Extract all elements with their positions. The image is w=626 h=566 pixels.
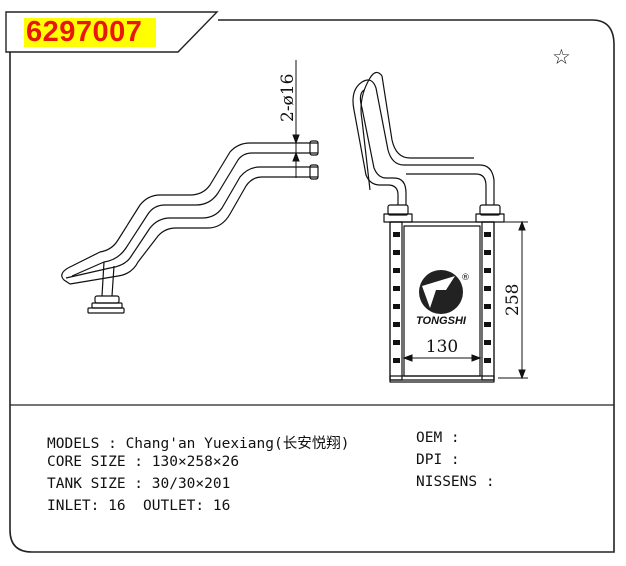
part-number: 6297007 xyxy=(26,16,143,48)
logo-text: TONGSHI xyxy=(416,315,467,327)
inlet-outlet-line: INLET: 16 OUTLET: 16 xyxy=(47,498,231,514)
star-outline-icon[interactable]: ☆ xyxy=(552,45,571,69)
models-line: MODELS : Chang'an Yuexiang(长安悦翔) xyxy=(47,436,350,452)
height-label: 258 xyxy=(503,284,523,316)
logo-registered-mark: ® xyxy=(461,273,470,283)
core-size-line: CORE SIZE : 130×258×26 xyxy=(47,454,240,470)
heater-core-drawing xyxy=(352,71,505,383)
sheet-frame xyxy=(9,19,615,553)
tank-size-line: TANK SIZE : 30/30×201 xyxy=(47,476,231,492)
pipe-diameter-dimension xyxy=(290,60,312,178)
tank-ribs xyxy=(393,232,491,363)
part-number-highlight xyxy=(24,18,156,47)
tongshi-logo: ® TONGSHI xyxy=(416,270,470,327)
width-dimension xyxy=(402,354,482,362)
nissens-line: NISSENS : xyxy=(416,474,495,490)
pipe-assembly-drawing xyxy=(61,140,319,314)
height-dimension xyxy=(498,220,528,380)
dpi-line: DPI : xyxy=(416,452,460,468)
pipe-diameter-label: 2-ø16 xyxy=(278,74,298,122)
width-label: 130 xyxy=(426,337,458,357)
oem-line: OEM : xyxy=(416,430,460,446)
